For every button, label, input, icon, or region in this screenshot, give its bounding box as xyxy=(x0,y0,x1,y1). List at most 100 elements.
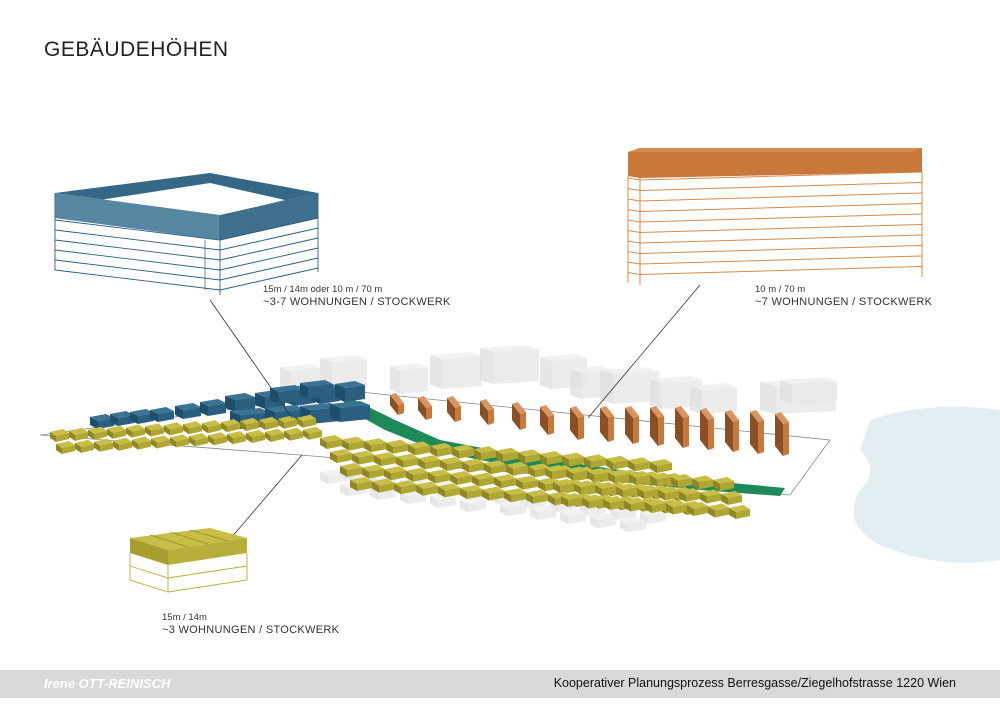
yellow-block xyxy=(721,491,742,505)
yellow-block xyxy=(342,436,364,451)
yellow-block xyxy=(394,480,416,495)
yellow-block xyxy=(145,423,164,437)
yellow-block xyxy=(540,451,562,465)
blue-block xyxy=(270,385,303,404)
blue-block xyxy=(175,403,201,419)
yellow-block xyxy=(384,466,406,481)
label-yellow-units: ~3 WOHNUNGEN / STOCKWERK xyxy=(162,624,340,636)
context-block xyxy=(780,377,837,404)
yellow-block xyxy=(418,455,440,470)
orange-block xyxy=(600,406,614,442)
yellow-block xyxy=(350,477,372,491)
yellow-block xyxy=(440,457,462,471)
label-yellow-building: 15m / 14m ~3 WOHNUNGEN / STOCKWERK xyxy=(162,611,339,637)
yellow-block xyxy=(729,505,750,519)
context-block xyxy=(590,513,616,528)
context-block xyxy=(530,505,556,520)
yellow-block xyxy=(629,471,650,485)
yellow-block xyxy=(50,429,69,442)
yellow-block xyxy=(340,463,362,477)
context-block xyxy=(460,497,486,512)
yellow-block xyxy=(246,430,265,443)
yellow-block xyxy=(474,446,496,461)
context-block xyxy=(480,345,539,384)
context-block xyxy=(320,469,346,484)
leader-line-yellow xyxy=(224,454,303,546)
blue-block xyxy=(150,407,174,422)
yellow-block xyxy=(151,435,170,449)
yellow-block xyxy=(624,497,645,512)
context-block xyxy=(390,363,428,394)
yellow-block xyxy=(692,475,713,490)
orange-block xyxy=(750,410,764,454)
yellow-buildings xyxy=(50,414,750,519)
orange-block xyxy=(418,396,432,420)
yellow-block xyxy=(450,471,472,485)
yellow-block xyxy=(462,458,484,473)
yellow-block xyxy=(713,477,734,491)
yellow-block xyxy=(364,438,386,453)
label-orange-units: ~7 WOHNUNGEN / STOCKWERK xyxy=(755,296,933,308)
orange-block xyxy=(700,408,714,450)
yellow-block xyxy=(372,478,394,493)
yellow-block xyxy=(362,464,384,479)
yellow-block xyxy=(687,502,708,516)
label-blue-building: 15m / 14m oder 10 m / 70 m ~3-7 WOHNUNGE… xyxy=(263,283,451,309)
yellow-block xyxy=(650,459,672,473)
yellow-block xyxy=(170,434,189,448)
yellow-block xyxy=(164,422,183,436)
yellow-block xyxy=(386,439,408,454)
yellow-block xyxy=(430,443,452,457)
blue-building-detail xyxy=(54,173,319,295)
orange-block xyxy=(390,393,404,415)
yellow-block xyxy=(472,472,494,487)
yellow-block xyxy=(94,438,113,452)
yellow-block xyxy=(545,465,566,479)
yellow-block xyxy=(460,485,482,499)
footer-bar: Irene OTT-REINISCH Kooperativer Planungs… xyxy=(0,670,1000,698)
orange-block xyxy=(650,406,664,446)
yellow-block xyxy=(278,415,297,429)
yellow-block xyxy=(679,488,700,502)
orange-block xyxy=(675,406,689,448)
yellow-block xyxy=(482,486,504,501)
yellow-block xyxy=(506,461,528,476)
label-orange-building: 10 m / 70 m ~7 WOHNUNGEN / STOCKWERK xyxy=(755,283,932,309)
footer-author: Irene OTT-REINISCH xyxy=(44,676,171,691)
yellow-block xyxy=(284,427,303,441)
yellow-block xyxy=(374,452,396,467)
label-yellow-dimensions: 15m / 14m xyxy=(162,612,207,623)
yellow-block xyxy=(616,483,637,498)
yellow-block xyxy=(408,441,430,456)
background-shape xyxy=(853,406,1000,563)
yellow-block xyxy=(700,489,721,504)
yellow-block xyxy=(227,431,246,445)
label-orange-dimensions: 10 m / 70 m xyxy=(755,284,806,295)
orange-block xyxy=(725,410,739,452)
orange-buildings xyxy=(390,393,789,456)
page-title: GEBÄUDEHÖHEN xyxy=(44,38,229,61)
yellow-block xyxy=(566,466,587,481)
yellow-block xyxy=(438,483,460,498)
yellow-block xyxy=(265,428,284,442)
yellow-block xyxy=(75,439,94,453)
context-block xyxy=(430,352,482,389)
context-block xyxy=(600,367,659,404)
yellow-block xyxy=(708,503,729,518)
label-blue-units: ~3-7 WOHNUNGEN / STOCKWERK xyxy=(263,296,451,308)
yellow-block xyxy=(396,453,418,468)
yellow-block xyxy=(297,414,316,428)
yellow-block xyxy=(608,469,629,484)
yellow-block xyxy=(107,425,126,439)
blue-block xyxy=(200,399,226,416)
yellow-block xyxy=(416,481,438,496)
yellow-block xyxy=(628,457,650,472)
orange-block xyxy=(540,405,554,435)
yellow-building-detail xyxy=(129,528,248,593)
blue-block xyxy=(225,393,255,412)
yellow-block xyxy=(183,421,202,435)
yellow-block xyxy=(484,460,506,475)
yellow-block xyxy=(56,441,75,454)
yellow-block xyxy=(658,486,679,501)
